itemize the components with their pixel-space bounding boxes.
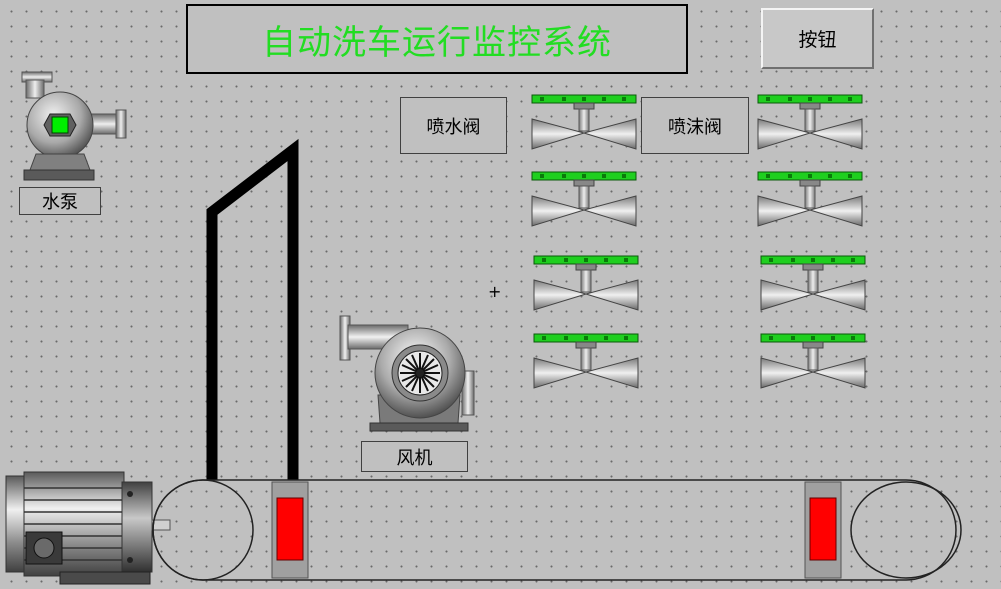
conveyor-belt [152, 479, 962, 581]
spray-foam-valve-label: 喷沫阀 [641, 97, 749, 154]
valve-icon [533, 333, 639, 389]
valve-icon [533, 255, 639, 311]
valve-icon [760, 333, 866, 389]
cursor-crosshair: + [488, 282, 502, 301]
blower-icon[interactable] [338, 313, 478, 441]
valve-icon [760, 255, 866, 311]
valve-icon [757, 171, 863, 227]
spray-water-valve-label: 喷水阀 [400, 97, 507, 154]
blower-label: 风机 [361, 441, 468, 472]
conveyor-block-right [804, 481, 842, 579]
valve-icon [757, 94, 863, 150]
page-title: 自动洗车运行监控系统 [186, 4, 688, 74]
valve-icon [531, 94, 637, 150]
conveyor-block-left [271, 481, 309, 579]
water-pump-icon[interactable] [16, 70, 131, 185]
motor-icon[interactable] [0, 470, 175, 589]
water-pump-label: 水泵 [19, 187, 101, 215]
generic-button[interactable]: 按钮 [761, 8, 874, 69]
valve-icon [531, 171, 637, 227]
